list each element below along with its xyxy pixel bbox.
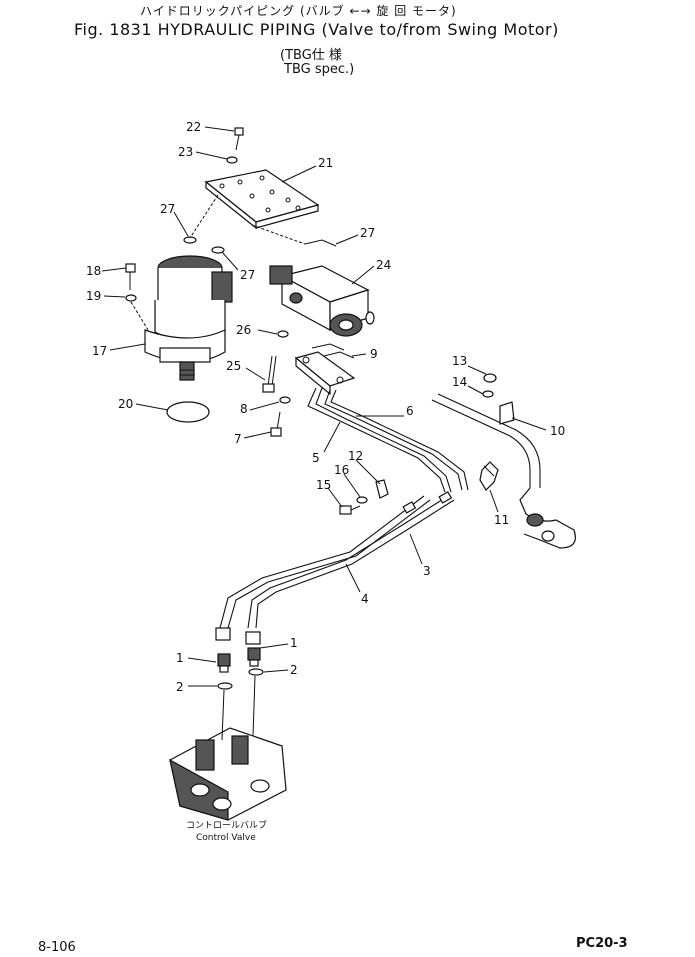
callout-12: 12 xyxy=(348,449,363,463)
pipe-3-inner xyxy=(255,499,455,629)
callout-17: 17 xyxy=(92,344,107,358)
control-valve xyxy=(169,675,287,821)
nut-13 xyxy=(483,373,497,383)
callout-15: 15 xyxy=(316,478,331,492)
spec-english: TBG spec.) xyxy=(284,62,355,77)
callout-6: 6 xyxy=(406,404,414,418)
pipe-4 xyxy=(219,495,425,629)
callout-16: 16 xyxy=(334,463,349,477)
pipe-6-inner xyxy=(330,389,469,491)
model-number: PC20-3 xyxy=(576,936,628,951)
bolt-7 xyxy=(270,411,282,437)
bolt-15 xyxy=(339,505,361,515)
pipe-6 xyxy=(324,389,463,491)
page-number: 8-106 xyxy=(38,940,76,955)
washer-14 xyxy=(482,390,494,398)
washer-8 xyxy=(279,396,291,404)
callout-14: 14 xyxy=(452,375,467,389)
o-ring-27-a xyxy=(183,236,197,244)
hose-10 xyxy=(431,393,576,549)
control-valve-caption-jp: コントロールバルブ xyxy=(186,819,267,831)
callout-25: 25 xyxy=(226,359,241,373)
callout-18: 18 xyxy=(86,264,101,278)
plate-21 xyxy=(204,169,320,230)
o-ring-27-c xyxy=(304,239,337,247)
title-japanese: ハイドロリックパイピング (バルブ ←→ 旋 回 モータ) xyxy=(140,4,457,18)
figure-title: Fig. 1831 HYDRAULIC PIPING (Valve to/fro… xyxy=(74,20,559,39)
bolt-22 xyxy=(234,127,244,151)
elbow-11 xyxy=(479,461,499,491)
callout-1-right: 1 xyxy=(290,636,298,650)
o-ring-20 xyxy=(166,401,210,423)
valve-block-24 xyxy=(269,265,375,337)
washer-19 xyxy=(125,294,137,302)
washer-16 xyxy=(356,496,368,504)
callout-5: 5 xyxy=(312,451,320,465)
washer-23 xyxy=(226,156,238,164)
callout-2-left: 2 xyxy=(176,680,184,694)
callout-9: 9 xyxy=(370,347,378,361)
o-ring-2-right xyxy=(248,668,264,676)
o-ring-27-b xyxy=(211,246,225,254)
callout-23: 23 xyxy=(178,145,193,159)
pipe-flange xyxy=(294,351,356,396)
callout-8: 8 xyxy=(240,402,248,416)
o-ring-9 xyxy=(311,343,355,359)
callout-10: 10 xyxy=(550,424,565,438)
pipe-5-inner xyxy=(315,387,452,493)
spec-japanese: (TBG仕 様 xyxy=(280,48,342,63)
callout-21: 21 xyxy=(318,156,333,170)
fitting-1-left xyxy=(215,627,231,673)
swing-motor-17 xyxy=(144,255,233,381)
o-ring-2-left xyxy=(217,682,233,690)
callout-27-b: 27 xyxy=(360,226,375,240)
pipe-3 xyxy=(247,495,449,629)
callout-4: 4 xyxy=(361,592,369,606)
pipe-4-inner xyxy=(227,499,431,629)
callout-27-c: 27 xyxy=(240,268,255,282)
callout-24: 24 xyxy=(376,258,391,272)
callout-2-right: 2 xyxy=(290,663,298,677)
callout-1-left: 1 xyxy=(176,651,184,665)
control-valve-caption-en: Control Valve xyxy=(196,833,256,843)
washer-26 xyxy=(277,330,289,338)
bolt-25 xyxy=(262,355,277,393)
callout-7: 7 xyxy=(234,432,242,446)
pipe-5 xyxy=(307,387,446,493)
leader-lines xyxy=(101,126,547,687)
callout-3: 3 xyxy=(423,564,431,578)
callout-26: 26 xyxy=(236,323,251,337)
clamp-12 xyxy=(375,479,389,499)
callout-labels: 22 23 21 27 27 27 18 19 24 17 26 9 25 8 … xyxy=(86,120,565,694)
callout-11: 11 xyxy=(494,513,509,527)
fitting-1-right xyxy=(245,631,261,667)
callout-19: 19 xyxy=(86,289,101,303)
callout-22: 22 xyxy=(186,120,201,134)
bolt-18 xyxy=(125,263,136,290)
callout-27-a: 27 xyxy=(160,202,175,216)
callout-20: 20 xyxy=(118,397,133,411)
callout-13: 13 xyxy=(452,354,467,368)
